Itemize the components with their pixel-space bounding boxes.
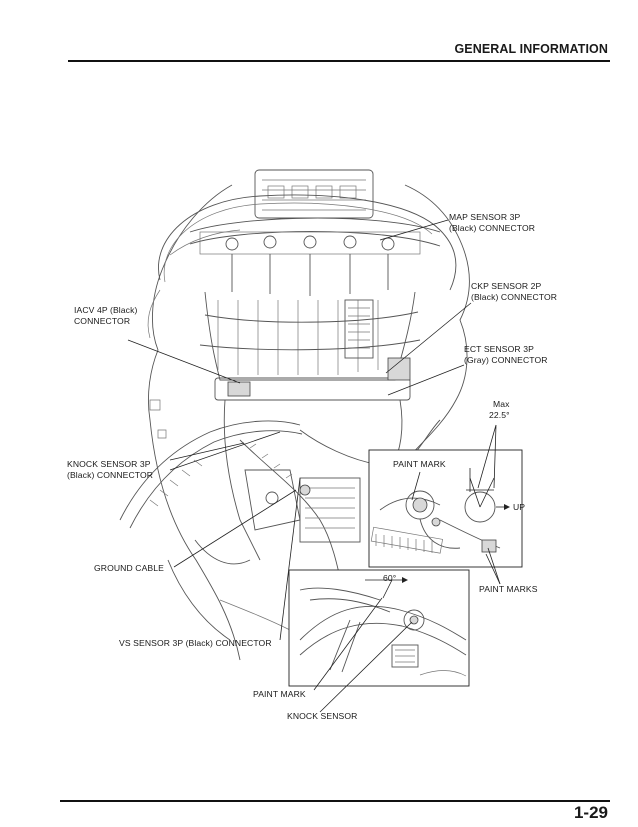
ckp-sensor-label-1: CKP SENSOR 2P bbox=[471, 281, 542, 291]
ect-sensor-label-2: (Gray) CONNECTOR bbox=[464, 355, 548, 365]
max-angle-label-2: 22.5° bbox=[489, 410, 510, 420]
up-label: UP bbox=[513, 502, 525, 512]
inset-knock-sensor bbox=[288, 569, 470, 687]
vs-sensor-label: VS SENSOR 3P (Black) CONNECTOR bbox=[119, 638, 272, 648]
iacv-label-2: CONNECTOR bbox=[74, 316, 130, 326]
ect-sensor-label-1: ECT SENSOR 3P bbox=[464, 344, 534, 354]
paint-marks-label: PAINT MARKS bbox=[479, 584, 538, 594]
iacv-label-1: IACV 4P (Black) bbox=[74, 305, 137, 315]
knock-connector-label-1: KNOCK SENSOR 3P bbox=[67, 459, 151, 469]
paint-mark-lower-label: PAINT MARK bbox=[253, 689, 306, 699]
max-angle-label-1: Max bbox=[493, 399, 510, 409]
footer-rule bbox=[60, 800, 610, 802]
paint-mark-upper-label: PAINT MARK bbox=[393, 459, 446, 469]
angle-60-label: 60° bbox=[383, 573, 396, 583]
header-rule bbox=[68, 60, 610, 62]
knock-sensor-label: KNOCK SENSOR bbox=[287, 711, 357, 721]
page-number: 1-29 bbox=[573, 803, 608, 822]
section-title: GENERAL INFORMATION bbox=[454, 42, 608, 56]
engine-illustration bbox=[119, 169, 470, 661]
ground-cable-label: GROUND CABLE bbox=[94, 563, 164, 573]
ckp-sensor-label-2: (Black) CONNECTOR bbox=[471, 292, 557, 302]
map-sensor-label-2: (Black) CONNECTOR bbox=[449, 223, 535, 233]
inset-paint-mark bbox=[368, 449, 523, 568]
knock-connector-label-2: (Black) CONNECTOR bbox=[67, 470, 153, 480]
callout-labels: MAP SENSOR 3P (Black) CONNECTOR CKP SENS… bbox=[67, 212, 557, 721]
map-sensor-label-1: MAP SENSOR 3P bbox=[449, 212, 521, 222]
leader-lines bbox=[127, 219, 501, 713]
